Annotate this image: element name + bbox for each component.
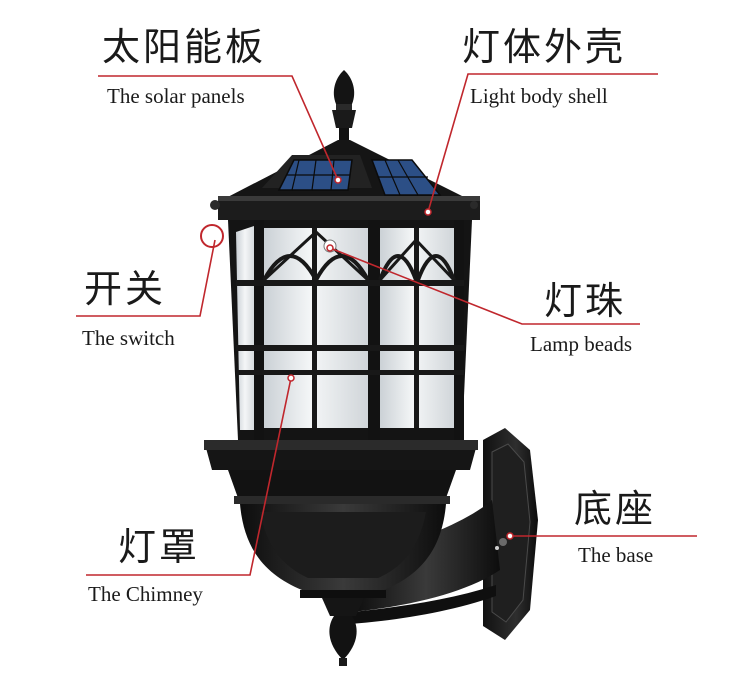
roof [210, 140, 480, 220]
bottom-finial [322, 598, 364, 666]
leader-dots [287, 176, 514, 540]
body-shell-en-label: Light body shell [470, 84, 608, 108]
lamp-bowl [240, 504, 446, 598]
base-en-label: The base [578, 543, 654, 567]
base-screw [499, 538, 507, 546]
lantern-body [228, 220, 472, 440]
leader-solar [98, 75, 339, 181]
leader-shell [427, 73, 658, 213]
leader-lines [76, 73, 697, 576]
switch-cn-label: 开关 [84, 267, 167, 311]
body-shell-cn-label: 灯体外壳 [462, 25, 627, 69]
lamp-beads-en-label: Lamp beads [530, 332, 633, 356]
chimney-en-label: The Chimney [88, 582, 203, 606]
solar-panel-left [277, 159, 353, 191]
leader-switch [76, 239, 216, 317]
solar-panels-cn-label: 太阳能板 [102, 25, 267, 69]
finial [332, 70, 356, 142]
chimney-cn-label: 灯罩 [118, 525, 201, 569]
lower-collar [204, 440, 478, 504]
switch-en-label: The switch [82, 326, 175, 350]
base-cn-label: 底座 [574, 487, 657, 531]
solar-panel-right [370, 159, 442, 196]
solar-panels-en-label: The solar panels [107, 84, 245, 108]
switch-highlight-ring [200, 224, 224, 248]
leader-chimney [86, 377, 292, 576]
leader-beads [329, 247, 640, 325]
lamp-beads-cn-label: 灯珠 [544, 279, 627, 323]
switch-knob [210, 200, 220, 210]
